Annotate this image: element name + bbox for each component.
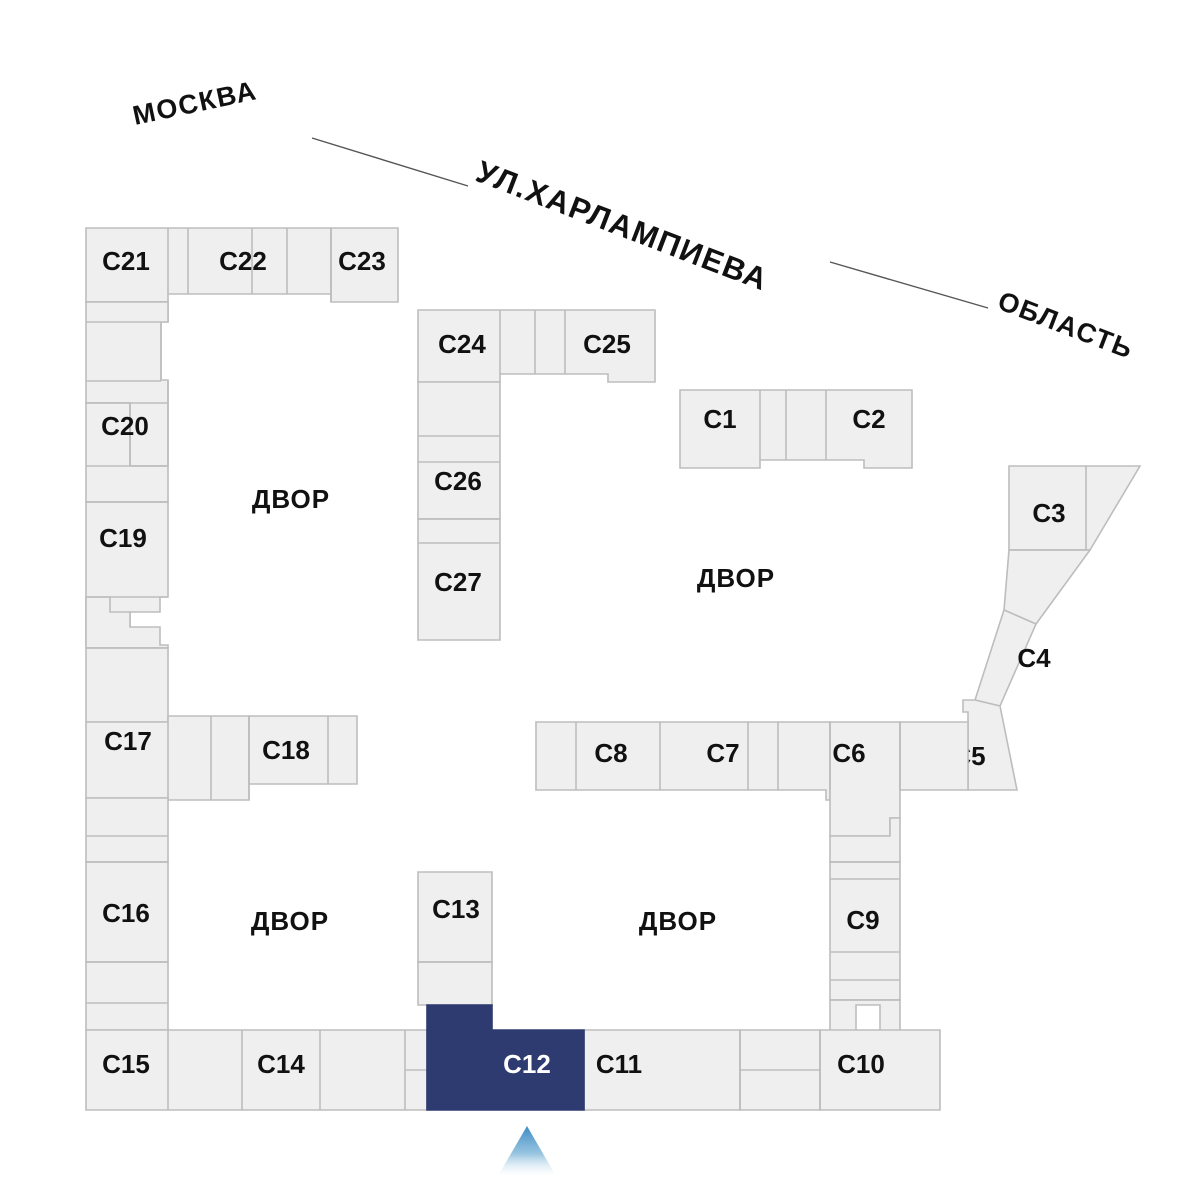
c17-c18-dividers: [167, 716, 329, 800]
building-label-C25[interactable]: C25: [583, 329, 631, 359]
building-C16-lower-shape[interactable]: [85, 961, 169, 1031]
building-label-C1[interactable]: C1: [703, 404, 736, 434]
building-label-C4[interactable]: C4: [1017, 643, 1051, 673]
block-northeast-c1c2: C1 C2: [679, 389, 913, 469]
southwest-dividers: [86, 835, 168, 1004]
block-central-bar: C8 C7 C6 ДВОР: [535, 563, 969, 837]
building-label-C26[interactable]: C26: [434, 466, 482, 496]
building-label-C17[interactable]: C17: [104, 726, 152, 756]
building-label-C13[interactable]: C13: [432, 894, 480, 924]
building-C26-shape[interactable]: [417, 381, 501, 520]
northwest-unit-dividers: [86, 228, 332, 649]
building-C17-upper-shape[interactable]: [85, 647, 169, 723]
courtyard-label-northwest: ДВОР: [252, 484, 330, 514]
building-label-C10[interactable]: C10: [837, 1049, 885, 1079]
building-C3-shape[interactable]: [1008, 465, 1142, 551]
building-label-C21[interactable]: C21: [102, 246, 150, 276]
leader-line-left: [311, 137, 469, 187]
block-northwest: C21 C22 C23 C20 C19 ДВОР: [85, 227, 399, 723]
building-label-C23[interactable]: C23: [338, 246, 386, 276]
c9-dividers: [830, 861, 900, 1001]
building-label-C12[interactable]: C12: [503, 1049, 551, 1079]
building-label-C18[interactable]: C18: [262, 735, 310, 765]
building-C12-selected-group[interactable]: C12: [426, 1004, 585, 1176]
building-label-C11[interactable]: C11: [596, 1049, 642, 1079]
building-label-C6[interactable]: C6: [832, 738, 865, 768]
building-C12-shape[interactable]: [426, 1004, 585, 1111]
building-C1-C2-shape[interactable]: [679, 389, 913, 469]
building-label-C14[interactable]: C14: [257, 1049, 305, 1079]
east-angled-dividers: [1009, 466, 1090, 551]
central-bar-dividers: [575, 722, 901, 790]
c1c2-unit-dividers: [759, 390, 827, 460]
building-label-C22[interactable]: C22: [219, 246, 267, 276]
block-c9: C9 ДВОР: [639, 817, 901, 1033]
building-label-C9[interactable]: C9: [846, 905, 879, 935]
building-label-C3[interactable]: C3: [1032, 498, 1065, 528]
block-bottom-row: C15 C14 C11 C10: [85, 1029, 941, 1111]
building-label-C8[interactable]: C8: [594, 738, 627, 768]
building-label-C2[interactable]: C2: [852, 404, 885, 434]
bottom-row-dividers: [167, 1030, 821, 1110]
building-label-C16[interactable]: C16: [102, 898, 150, 928]
building-C16-upper-shape[interactable]: [85, 797, 169, 863]
building-label-C24[interactable]: C24: [438, 329, 486, 359]
building-C13-lower-shape[interactable]: [417, 961, 493, 1006]
building-C8-C7-shape[interactable]: [535, 721, 831, 801]
block-center-north: C24 C25 C26 C27: [417, 309, 656, 641]
building-label-C20[interactable]: C20: [101, 411, 149, 441]
center-north-unit-dividers: [418, 310, 566, 544]
direction-label-region: ОБЛАСТЬ: [994, 286, 1138, 365]
building-label-C19[interactable]: C19: [99, 523, 147, 553]
leader-line-right: [829, 261, 989, 309]
block-southwest: C16 ДВОР: [85, 797, 329, 1031]
building-label-C7[interactable]: C7: [706, 738, 739, 768]
block-c13: C13: [417, 871, 493, 1006]
street-name-label: УЛ.ХАРЛАМПИЕВА: [471, 154, 773, 298]
block-c17-c18: C17 C18: [85, 715, 358, 801]
courtyard-label-southwest: ДВОР: [251, 906, 329, 936]
block-east-angled: C3 C4 C5: [952, 465, 1142, 791]
courtyard-label-southeast: ДВОР: [639, 906, 717, 936]
building-label-C15[interactable]: C15: [102, 1049, 150, 1079]
building-C3-lower-shape[interactable]: [1003, 549, 1092, 625]
courtyard-label-northeast: ДВОР: [697, 563, 775, 593]
direction-label-moscow: МОСКВА: [130, 75, 260, 131]
building-label-C27[interactable]: C27: [434, 567, 482, 597]
selected-location-marker-icon: [498, 1126, 556, 1176]
building-C5-link-shape[interactable]: [899, 721, 969, 791]
building-C9-lower-shape[interactable]: [829, 999, 901, 1033]
